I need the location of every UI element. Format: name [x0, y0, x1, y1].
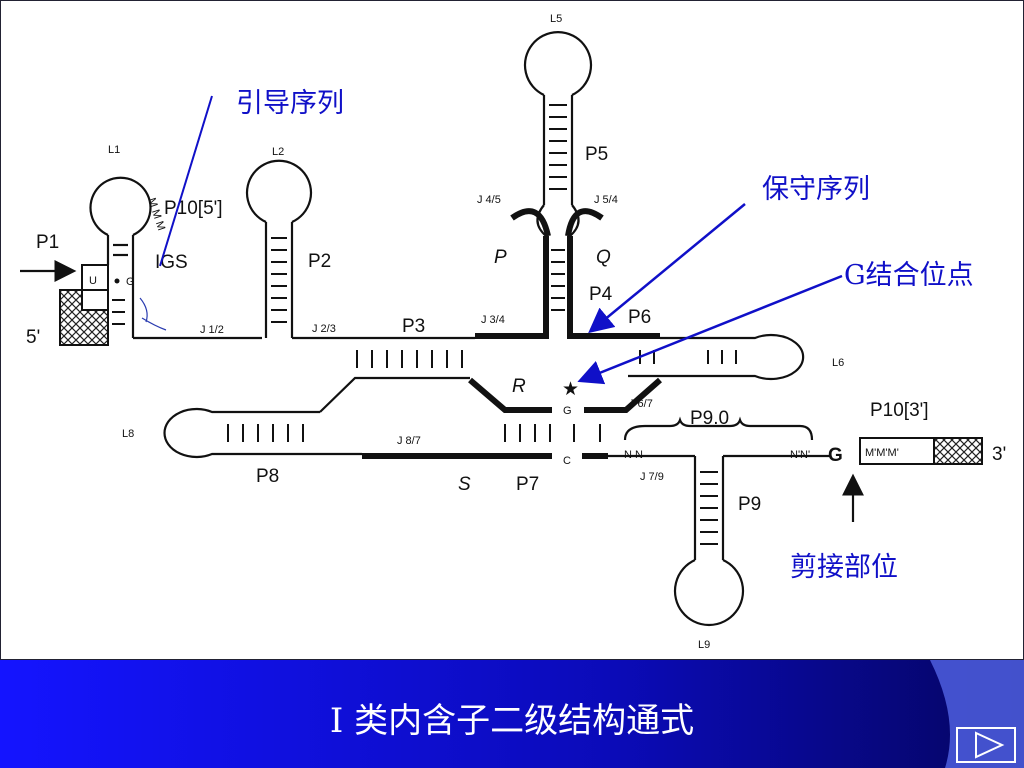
- g-core-label: G: [563, 405, 572, 417]
- j5-4-label: J 5/4: [594, 194, 618, 206]
- p7-pairs: [504, 424, 601, 442]
- l2-label: L2: [272, 146, 284, 158]
- annotation-conserved: 保守序列: [762, 174, 870, 205]
- nn-label: N N: [624, 449, 643, 461]
- group-i-intron-diagram: U G 5' P1 L1 M M M P10[5'] IGS J 1/2 L2 …: [0, 0, 1024, 660]
- u-label: U: [89, 275, 97, 287]
- conserved-pointer-arrow: [588, 203, 746, 334]
- l5-label: L5: [550, 13, 562, 25]
- g1-label: G: [126, 276, 135, 288]
- c-core-label: C: [563, 455, 571, 467]
- p3-label: P3: [402, 316, 425, 337]
- p2-label: P2: [308, 251, 331, 272]
- p5-p4-stem: [523, 31, 593, 237]
- p5-pairs: [549, 104, 567, 190]
- r-element-label: R: [512, 376, 526, 397]
- play-triangle-icon: [975, 731, 1005, 759]
- r-element-bar: [468, 377, 552, 413]
- igs-pointer-line: [159, 95, 213, 267]
- p1-pair-box: [81, 289, 109, 311]
- p6-label: P6: [628, 307, 651, 328]
- p1-pairs: [112, 299, 125, 325]
- l6-label: L6: [832, 357, 844, 369]
- title-bar: [0, 660, 1024, 768]
- mmm-right-label: M'M'M': [865, 447, 899, 459]
- p4-label: P4: [589, 284, 613, 305]
- annotation-igs: 引导序列: [236, 88, 344, 119]
- g-site-pointer-arrow: [577, 274, 843, 385]
- five-prime-label: 5': [26, 327, 40, 348]
- p9-0-label: P9.0: [690, 408, 729, 429]
- j3-4-label: J 3/4: [481, 314, 505, 326]
- p-element-bar: [510, 208, 551, 237]
- j8-7-label: J 8/7: [397, 435, 421, 447]
- annotation-splice: 剪接部位: [790, 552, 898, 583]
- j4-5-label: J 4/5: [477, 194, 501, 206]
- p9-pairs: [700, 471, 718, 545]
- p8-label: P8: [256, 466, 279, 487]
- p3-lower-strand: [319, 376, 470, 413]
- p6-hairpin: [628, 333, 805, 381]
- p7-label: P7: [516, 474, 539, 495]
- p3-pairs: [356, 350, 463, 368]
- l8-label: L8: [122, 428, 134, 440]
- p9-hairpin: [608, 416, 830, 627]
- p10-3-label: P10[3']: [870, 400, 929, 421]
- wobble-dot: [114, 278, 120, 284]
- footer-decoration: [930, 660, 1024, 768]
- j1-2-label: J 1/2: [200, 324, 224, 336]
- j7-9-label: J 7/9: [640, 471, 664, 483]
- p2-hairpin: [245, 159, 475, 340]
- p10-3-hatched-exon: [933, 437, 983, 465]
- j6-7-label: J 6/7: [629, 398, 653, 410]
- s-element-label: S: [458, 474, 471, 495]
- p8-hairpin: [163, 407, 362, 459]
- p1-label: P1: [36, 232, 59, 253]
- p2-pairs: [271, 237, 287, 323]
- slide-border: [0, 0, 1024, 660]
- l9-label: L9: [698, 639, 710, 651]
- p4-pairs: [551, 249, 565, 311]
- g-binding-star: ★: [562, 379, 579, 400]
- nng-label: N'N': [790, 449, 810, 461]
- p8-pairs: [227, 424, 304, 442]
- l1-label: L1: [108, 144, 120, 156]
- p5-label: P5: [585, 144, 608, 165]
- p9-label: P9: [738, 494, 761, 515]
- slide-title: I 类内含子二级结构通式: [329, 701, 695, 741]
- next-slide-button[interactable]: [956, 727, 1016, 763]
- p-element-label: P: [494, 247, 507, 268]
- j6-7-bar: [584, 377, 662, 413]
- q-element-bar: [565, 208, 604, 237]
- igs-label: IGS: [155, 252, 188, 273]
- handwritten-mark: [139, 297, 167, 331]
- three-prime-label: 3': [992, 444, 1006, 465]
- q-element-label: Q: [596, 247, 611, 268]
- p1-hairpin: [20, 176, 262, 340]
- annotation-g-site: G结合位点: [844, 260, 974, 291]
- g-end-label: G: [828, 445, 843, 466]
- j2-3-label: J 2/3: [312, 323, 336, 335]
- p10-5-label: P10[5']: [164, 198, 223, 219]
